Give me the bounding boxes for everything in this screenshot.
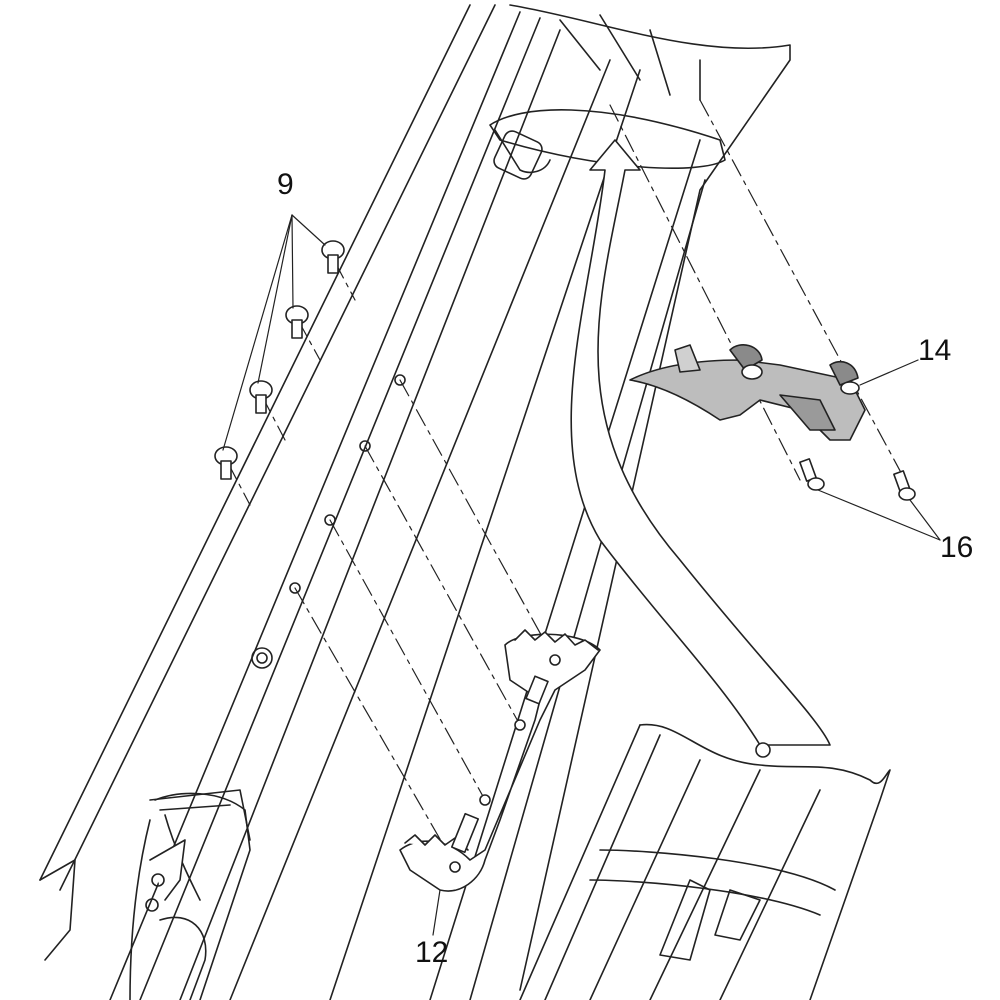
bolt-icon (321, 240, 345, 274)
bolt-icon (214, 446, 238, 480)
leader-line-14 (859, 359, 919, 386)
callout-label-12: 12 (415, 936, 449, 969)
lower-cover-panel (519, 723, 891, 1000)
assembly-arrow (570, 139, 831, 746)
lower-left-housing (39, 792, 251, 1000)
screws-part-16 (799, 458, 916, 501)
callout-label-14: 14 (918, 334, 952, 367)
callout-label-9: 9 (277, 168, 294, 201)
bracket-part-14 (629, 344, 866, 441)
alignment-lines (227, 99, 906, 866)
screw-icon (893, 470, 916, 501)
guide-part-12 (399, 629, 601, 892)
rail-holes (251, 374, 406, 669)
leader-lines-16 (817, 489, 941, 541)
bolts-part-9 (214, 240, 345, 480)
main-frame-rail (39, 4, 791, 1000)
bolt-icon (249, 380, 273, 414)
bolt-icon (285, 305, 309, 339)
callout-label-16: 16 (940, 531, 974, 564)
leader-line-12 (432, 889, 441, 936)
leader-lines-9 (222, 214, 326, 451)
screw-icon (799, 458, 825, 491)
